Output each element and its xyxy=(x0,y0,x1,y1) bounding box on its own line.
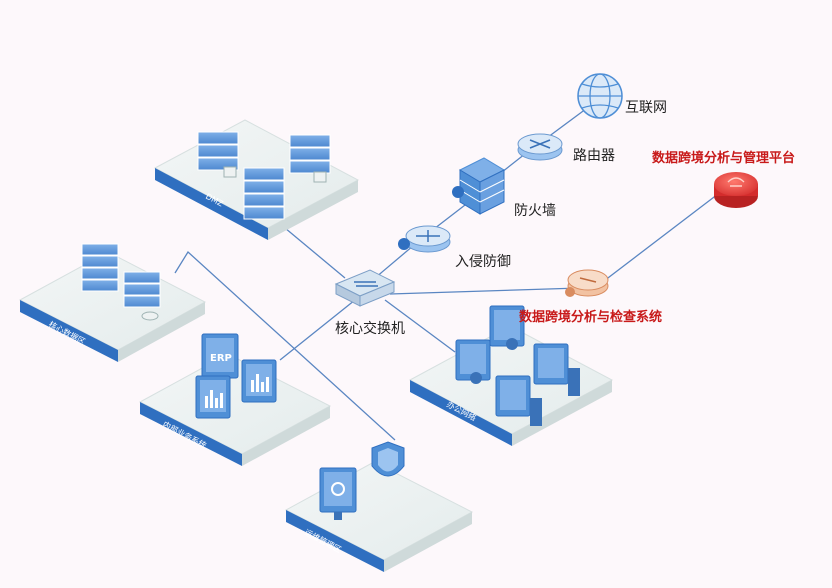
label-firewall: 防火墙 xyxy=(514,203,556,219)
dmz-server-3 xyxy=(289,134,331,174)
link-switch-dmz xyxy=(284,227,346,279)
zone-ops: 运维管理区 xyxy=(284,441,474,572)
db-server-2 xyxy=(123,271,161,308)
db-disk-icon xyxy=(141,311,159,321)
label-inspect-system: 数据跨境分析与检查系统 xyxy=(519,310,663,325)
office-pc-2 xyxy=(455,339,491,384)
dmz-server-2 xyxy=(243,167,285,220)
label-ids: 入侵防御 xyxy=(455,254,511,270)
zone-dmz: DMZ xyxy=(153,119,360,240)
db-server-1 xyxy=(81,243,119,292)
gear-icon xyxy=(331,482,345,496)
link-switch-biz xyxy=(279,299,356,361)
firewall-badge-icon xyxy=(452,186,464,198)
router-device xyxy=(517,133,563,161)
office-pc-3 xyxy=(533,343,580,396)
ids-badge-icon xyxy=(398,238,410,250)
core-switch xyxy=(334,269,396,307)
chart-monitor-2 xyxy=(241,359,277,403)
link-coredb-ops xyxy=(174,250,396,441)
label-internet: 互联网 xyxy=(625,100,667,116)
ids-device xyxy=(398,225,451,253)
inspect-system-device xyxy=(565,269,609,297)
dmz-small-box-2 xyxy=(313,171,327,183)
zone-core-db: 核心数据区 xyxy=(18,243,207,362)
label-router: 路由器 xyxy=(573,148,615,164)
dmz-small-box xyxy=(223,166,237,178)
link-switch-inspect xyxy=(389,287,581,295)
erp-text: ERP xyxy=(210,353,232,364)
label-core-switch: 核心交换机 xyxy=(335,321,405,337)
ops-monitor xyxy=(319,467,357,520)
label-mgmt-platform: 数据跨境分析与管理平台 xyxy=(652,151,796,166)
chart-monitor-1 xyxy=(195,375,231,419)
zone-biz: 内部业务系统 ERP xyxy=(138,333,332,466)
shield-icon xyxy=(371,441,405,477)
link-inspect-platform xyxy=(599,193,719,285)
dmz-server-1 xyxy=(197,131,239,171)
firewall-device xyxy=(452,157,506,215)
office-pc-1 xyxy=(489,305,525,350)
link-switch-office xyxy=(384,299,456,353)
office-pc-4 xyxy=(495,375,542,426)
mgmt-platform-device xyxy=(714,172,758,208)
zone-office: 办公网络 xyxy=(408,305,614,446)
internet-globe-icon xyxy=(577,73,623,119)
inspect-badge-icon xyxy=(565,287,575,297)
